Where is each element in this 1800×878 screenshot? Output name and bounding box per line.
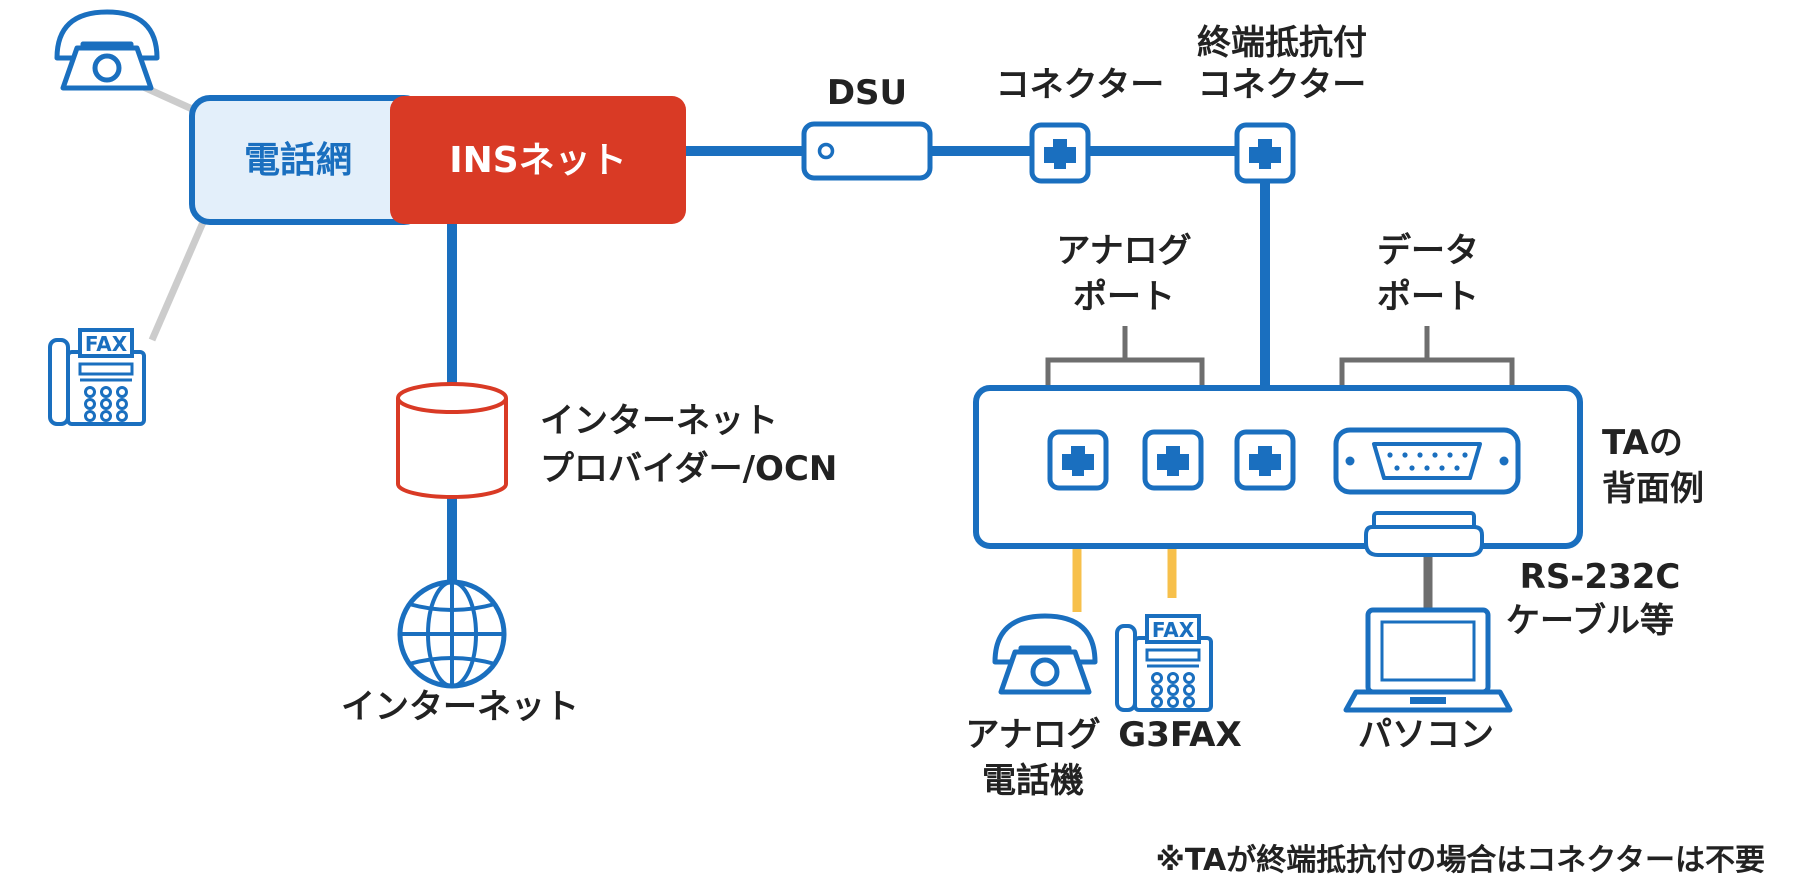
rs232c-plug	[1364, 511, 1484, 557]
pc-label: パソコン	[1358, 715, 1494, 755]
g3fax-label: G3FAX	[1118, 715, 1241, 755]
analog-phone-label-line1: アナログ	[965, 715, 1100, 755]
modular-jack-icon	[1032, 125, 1088, 181]
isp-label-line1: インターネット	[540, 401, 778, 441]
analog-phone-label-line2: 電話機	[982, 761, 1084, 801]
ins-network-box	[390, 96, 686, 224]
isp-label-line2: プロバイダー/OCN	[540, 449, 837, 489]
terminated-connector-label-line2: コネクター	[1198, 65, 1367, 105]
data-port-label-line2: ポート	[1377, 277, 1479, 317]
fax-icon: FAX	[48, 328, 146, 426]
analog-port-label-line1: アナログ	[1056, 231, 1191, 271]
ins-network-label: INSネット	[449, 140, 626, 181]
fax-line-gray	[148, 218, 208, 342]
fax-badge-label: FAX	[85, 332, 128, 356]
internet-label: インターネット	[341, 687, 579, 727]
connector-label: コネクター	[996, 65, 1165, 105]
database-icon	[396, 382, 508, 499]
globe-icon	[397, 579, 507, 689]
dsu-label: DSU	[827, 73, 907, 113]
ta-back-label-line1: TAの	[1602, 423, 1683, 463]
dsu-indicator	[817, 142, 835, 160]
modular-jack-icon	[1050, 432, 1106, 488]
phone-network-label: 電話網	[244, 140, 352, 181]
fax-icon: FAX	[1115, 614, 1213, 712]
laptop-icon	[1343, 607, 1513, 713]
cable-label-line2: ケーブル等	[1506, 601, 1674, 641]
telephone-icon	[57, 12, 157, 88]
modular-jack-icon	[1237, 432, 1293, 488]
modular-jack-icon	[1237, 125, 1293, 181]
modular-jack-icon	[1145, 432, 1201, 488]
analog-port-label-line2: ポート	[1073, 277, 1175, 317]
telephone-icon	[995, 616, 1095, 692]
terminated-connector-label-line1: 終端抵抗付	[1197, 23, 1367, 63]
ta-back-label-line2: 背面例	[1602, 469, 1704, 509]
data-port-label-line1: データ	[1377, 231, 1479, 271]
dsu-box	[801, 121, 933, 181]
footnote: ※TAが終端抵抗付の場合はコネクターは不要	[1156, 843, 1765, 878]
cable-label-line1: RS-232C	[1520, 557, 1681, 597]
dsub-connector-icon	[1333, 427, 1521, 495]
fax-badge-label: FAX	[1152, 618, 1195, 642]
